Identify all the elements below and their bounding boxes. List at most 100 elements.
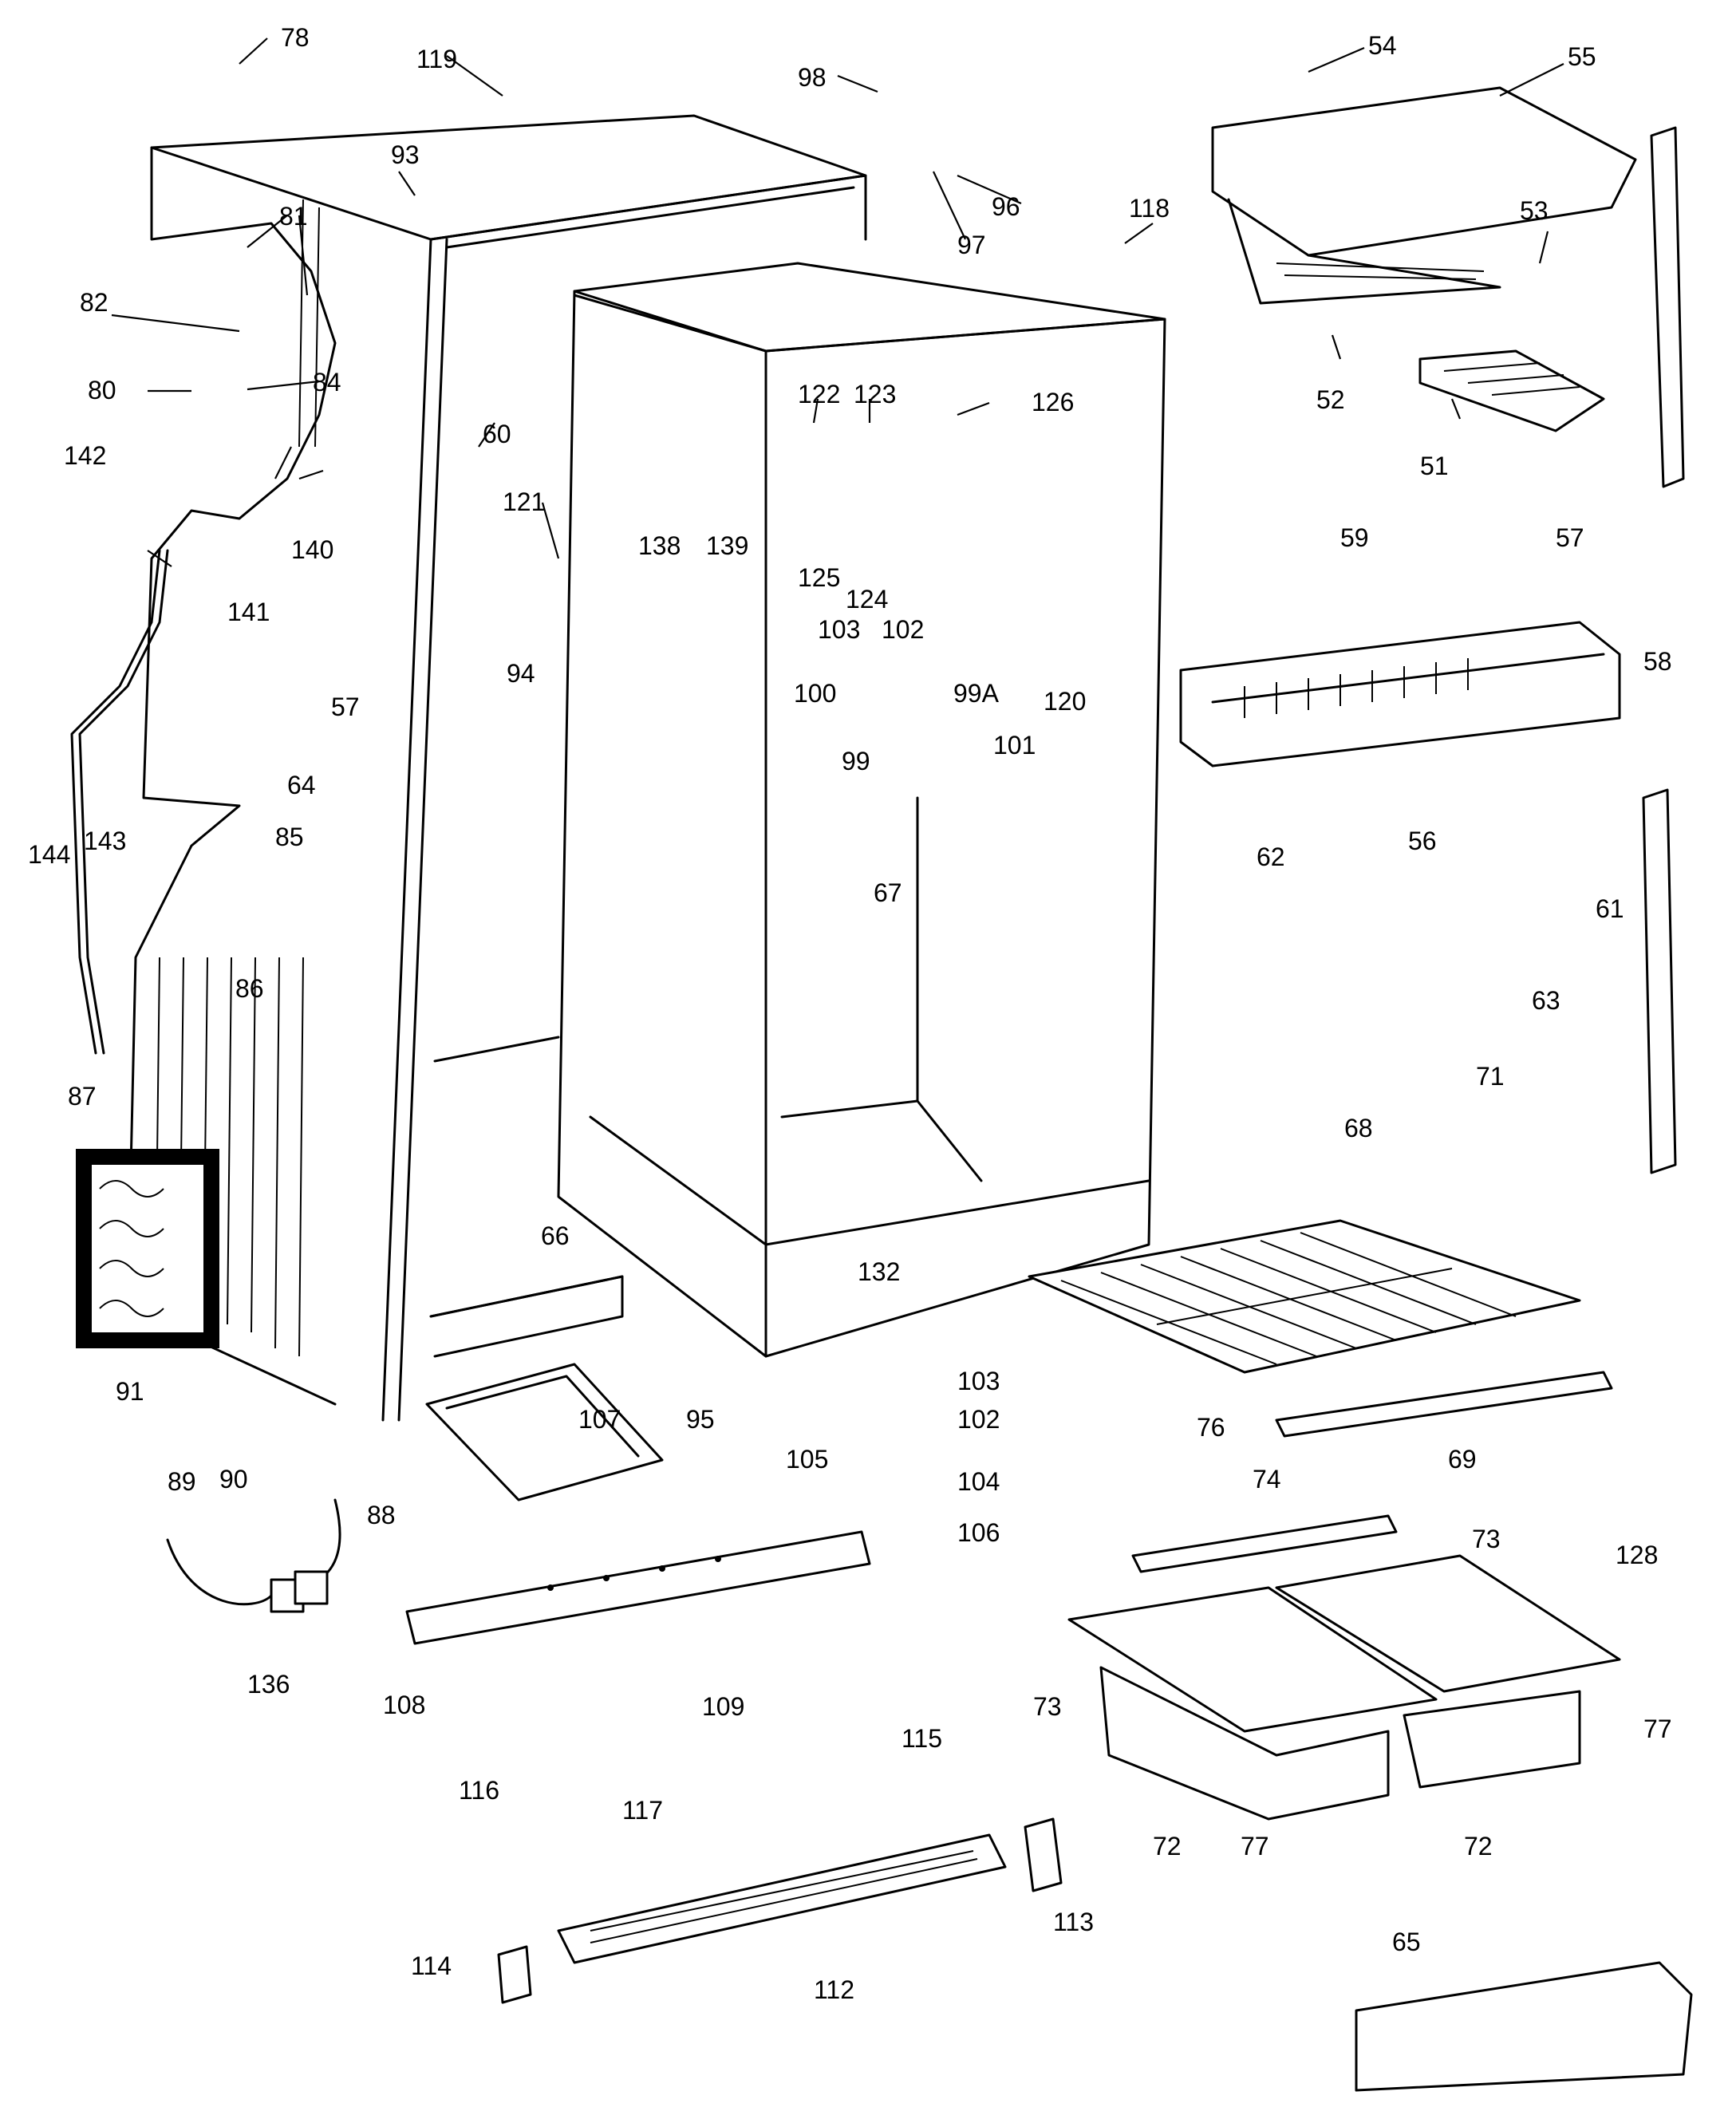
callout-121: 121 [503, 487, 545, 516]
callout-54: 54 [1368, 31, 1397, 60]
grille-end-cap-left [497, 1945, 532, 2004]
callout-60: 60 [483, 420, 511, 448]
callout-98: 98 [798, 63, 827, 92]
callout-labels: 78 119 98 54 55 93 96 97 118 53 81 82 52… [28, 23, 1672, 2004]
callout-120: 120 [1044, 687, 1086, 716]
callout-124: 124 [846, 585, 888, 614]
callout-55: 55 [1568, 42, 1596, 71]
callout-88: 88 [367, 1501, 396, 1529]
callout-58: 58 [1643, 647, 1672, 676]
callout-119: 119 [416, 45, 457, 73]
base-rail [405, 1530, 871, 1645]
front-grille [557, 1833, 1007, 1964]
callout-72a: 72 [1153, 1832, 1182, 1861]
callout-122: 122 [798, 380, 840, 408]
callout-118: 118 [1129, 194, 1170, 223]
callout-116: 116 [459, 1776, 499, 1805]
callout-102b: 102 [957, 1405, 1000, 1434]
callout-61: 61 [1596, 894, 1624, 923]
callout-68: 68 [1344, 1114, 1373, 1142]
callout-57b: 57 [331, 693, 360, 721]
callout-144: 144 [28, 840, 70, 869]
callout-136: 136 [247, 1670, 290, 1699]
callout-84: 84 [313, 368, 341, 397]
door-bin [1355, 1961, 1693, 2092]
callout-67: 67 [874, 878, 902, 907]
callout-53: 53 [1520, 196, 1549, 225]
callout-78: 78 [281, 23, 310, 52]
callout-115: 115 [902, 1724, 942, 1753]
door-trim-strips [1642, 126, 1685, 1174]
crisper-support-bracket [1131, 1514, 1398, 1573]
evaporator-cover [1179, 621, 1621, 767]
callout-51: 51 [1420, 452, 1449, 480]
callout-113: 113 [1053, 1908, 1094, 1936]
drain-tube [78, 549, 169, 1055]
wire-shelf [1028, 1219, 1581, 1374]
callout-101: 101 [993, 731, 1036, 760]
callout-77b: 77 [1241, 1832, 1269, 1861]
callout-57a: 57 [1556, 523, 1584, 552]
callout-105: 105 [786, 1445, 828, 1474]
callout-69: 69 [1448, 1445, 1477, 1474]
callout-97: 97 [957, 231, 986, 259]
callout-56: 56 [1408, 827, 1437, 855]
callout-64: 64 [287, 771, 316, 799]
callout-73b: 73 [1033, 1692, 1062, 1721]
callout-143: 143 [84, 827, 126, 855]
crisper-drawers [1099, 1666, 1581, 1821]
callout-95: 95 [686, 1405, 715, 1434]
callout-63: 63 [1532, 986, 1560, 1015]
callout-100: 100 [794, 679, 836, 708]
callout-102a: 102 [882, 615, 924, 644]
callout-117: 117 [622, 1796, 663, 1825]
callout-90: 90 [219, 1465, 248, 1494]
drain-pan [425, 1363, 664, 1501]
callout-72b: 72 [1464, 1832, 1493, 1861]
callout-109: 109 [702, 1692, 744, 1721]
callout-76: 76 [1197, 1413, 1225, 1442]
callout-112: 112 [814, 1975, 854, 2004]
shelf-trim-strip [1275, 1371, 1613, 1438]
callout-66: 66 [541, 1221, 570, 1250]
callout-71: 71 [1476, 1062, 1505, 1091]
callout-139: 139 [706, 531, 748, 560]
callout-73a: 73 [1472, 1525, 1501, 1553]
callout-82: 82 [80, 288, 108, 317]
callout-104: 104 [957, 1467, 1000, 1496]
callout-94: 94 [507, 659, 535, 688]
crisper-shelves [1067, 1554, 1621, 1733]
callout-107: 107 [578, 1405, 621, 1434]
callout-140: 140 [291, 535, 333, 564]
callout-93: 93 [391, 140, 420, 169]
callout-126: 126 [1032, 388, 1074, 416]
callout-114: 114 [411, 1951, 452, 1980]
freezer-shelf-assembly [1211, 86, 1637, 305]
leader-lines [111, 37, 1564, 567]
callout-108: 108 [383, 1691, 425, 1719]
callout-128: 128 [1616, 1541, 1658, 1569]
callout-59: 59 [1340, 523, 1369, 552]
callout-80: 80 [88, 376, 116, 404]
callout-87: 87 [68, 1082, 97, 1111]
grille-end-cap-right [1024, 1817, 1063, 1892]
callout-99: 99 [842, 747, 870, 775]
callout-89: 89 [168, 1467, 196, 1496]
callout-106: 106 [957, 1518, 1000, 1547]
callout-77a: 77 [1643, 1715, 1672, 1743]
inner-liner [557, 262, 1166, 1358]
callout-81: 81 [279, 202, 308, 231]
callout-62: 62 [1257, 842, 1285, 871]
callout-85: 85 [275, 823, 304, 851]
callout-52: 52 [1316, 385, 1345, 414]
callout-141: 141 [227, 598, 270, 626]
callout-99A: 99A [953, 679, 1000, 708]
callout-103b: 103 [957, 1367, 1000, 1395]
callout-65: 65 [1392, 1928, 1421, 1956]
callout-138: 138 [638, 531, 681, 560]
ice-tray [1418, 349, 1605, 432]
callout-86: 86 [235, 974, 264, 1003]
callout-103a: 103 [818, 615, 860, 644]
callout-123: 123 [854, 380, 896, 408]
